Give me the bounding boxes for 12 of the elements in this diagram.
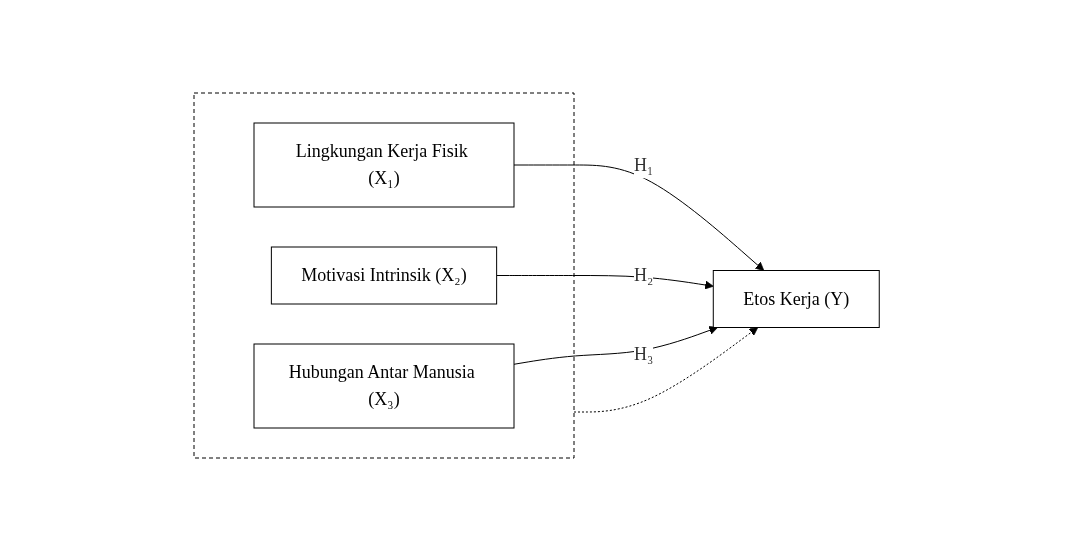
arrow xyxy=(573,326,759,412)
cluster xyxy=(193,92,575,458)
edge-label: H₁ xyxy=(634,154,654,174)
arrow xyxy=(513,164,765,271)
node-box: Motivasi Intrinsik (X₂) xyxy=(271,246,498,304)
edge-label: H₂ xyxy=(634,264,654,285)
edge-label: H₃ xyxy=(634,343,654,364)
node-box: Etos Kerja (Y) xyxy=(713,269,881,328)
node-box: Lingkungan Kerja Fisik (X₁) xyxy=(253,122,515,207)
arrow xyxy=(496,274,715,289)
node-box: Hubungan Antar Manusia (X₃) xyxy=(253,343,515,428)
arrow xyxy=(513,325,719,365)
